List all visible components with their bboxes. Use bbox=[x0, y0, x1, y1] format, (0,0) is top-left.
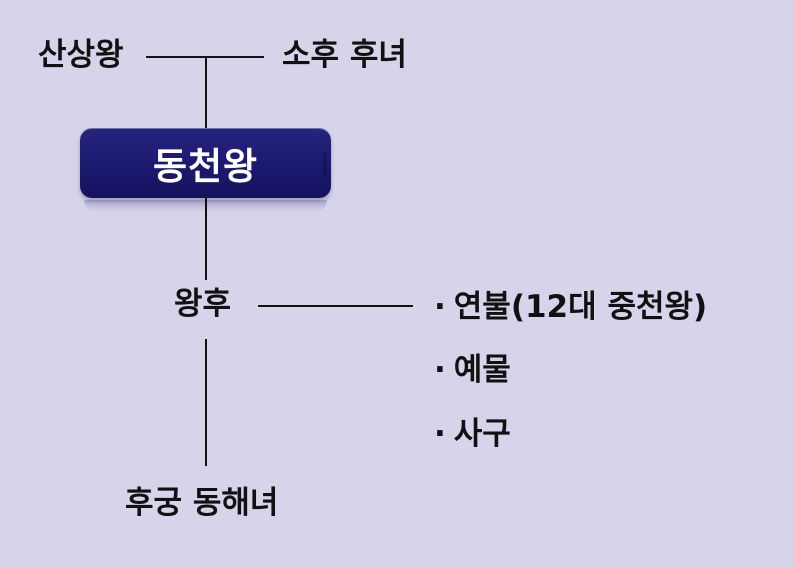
child-bullet: · bbox=[434, 416, 446, 452]
child-name: 사구 bbox=[453, 416, 511, 452]
parents-to-king-connector bbox=[205, 56, 207, 129]
consort-node: 후궁 동해녀 bbox=[125, 485, 279, 521]
king-label: 동천왕 bbox=[152, 145, 259, 188]
king-node: 동천왕 bbox=[80, 128, 331, 198]
father-node: 산상왕 bbox=[38, 37, 124, 73]
child-item-3: ·사구 bbox=[434, 419, 511, 450]
child-bullet: · bbox=[434, 289, 446, 325]
child-item-2: ·예물 bbox=[434, 355, 511, 386]
king-to-queen-connector bbox=[205, 198, 207, 280]
child-name: 연불(12대 중천왕) bbox=[453, 289, 708, 325]
child-item-1: ·연불(12대 중천왕) bbox=[434, 292, 707, 323]
mother-node: 소후 후녀 bbox=[282, 37, 407, 73]
child-name: 예물 bbox=[453, 352, 511, 388]
queen-to-consort-connector bbox=[205, 339, 207, 466]
queen-children-connector bbox=[258, 305, 413, 307]
queen-node: 왕후 bbox=[174, 286, 232, 322]
child-bullet: · bbox=[434, 352, 446, 388]
